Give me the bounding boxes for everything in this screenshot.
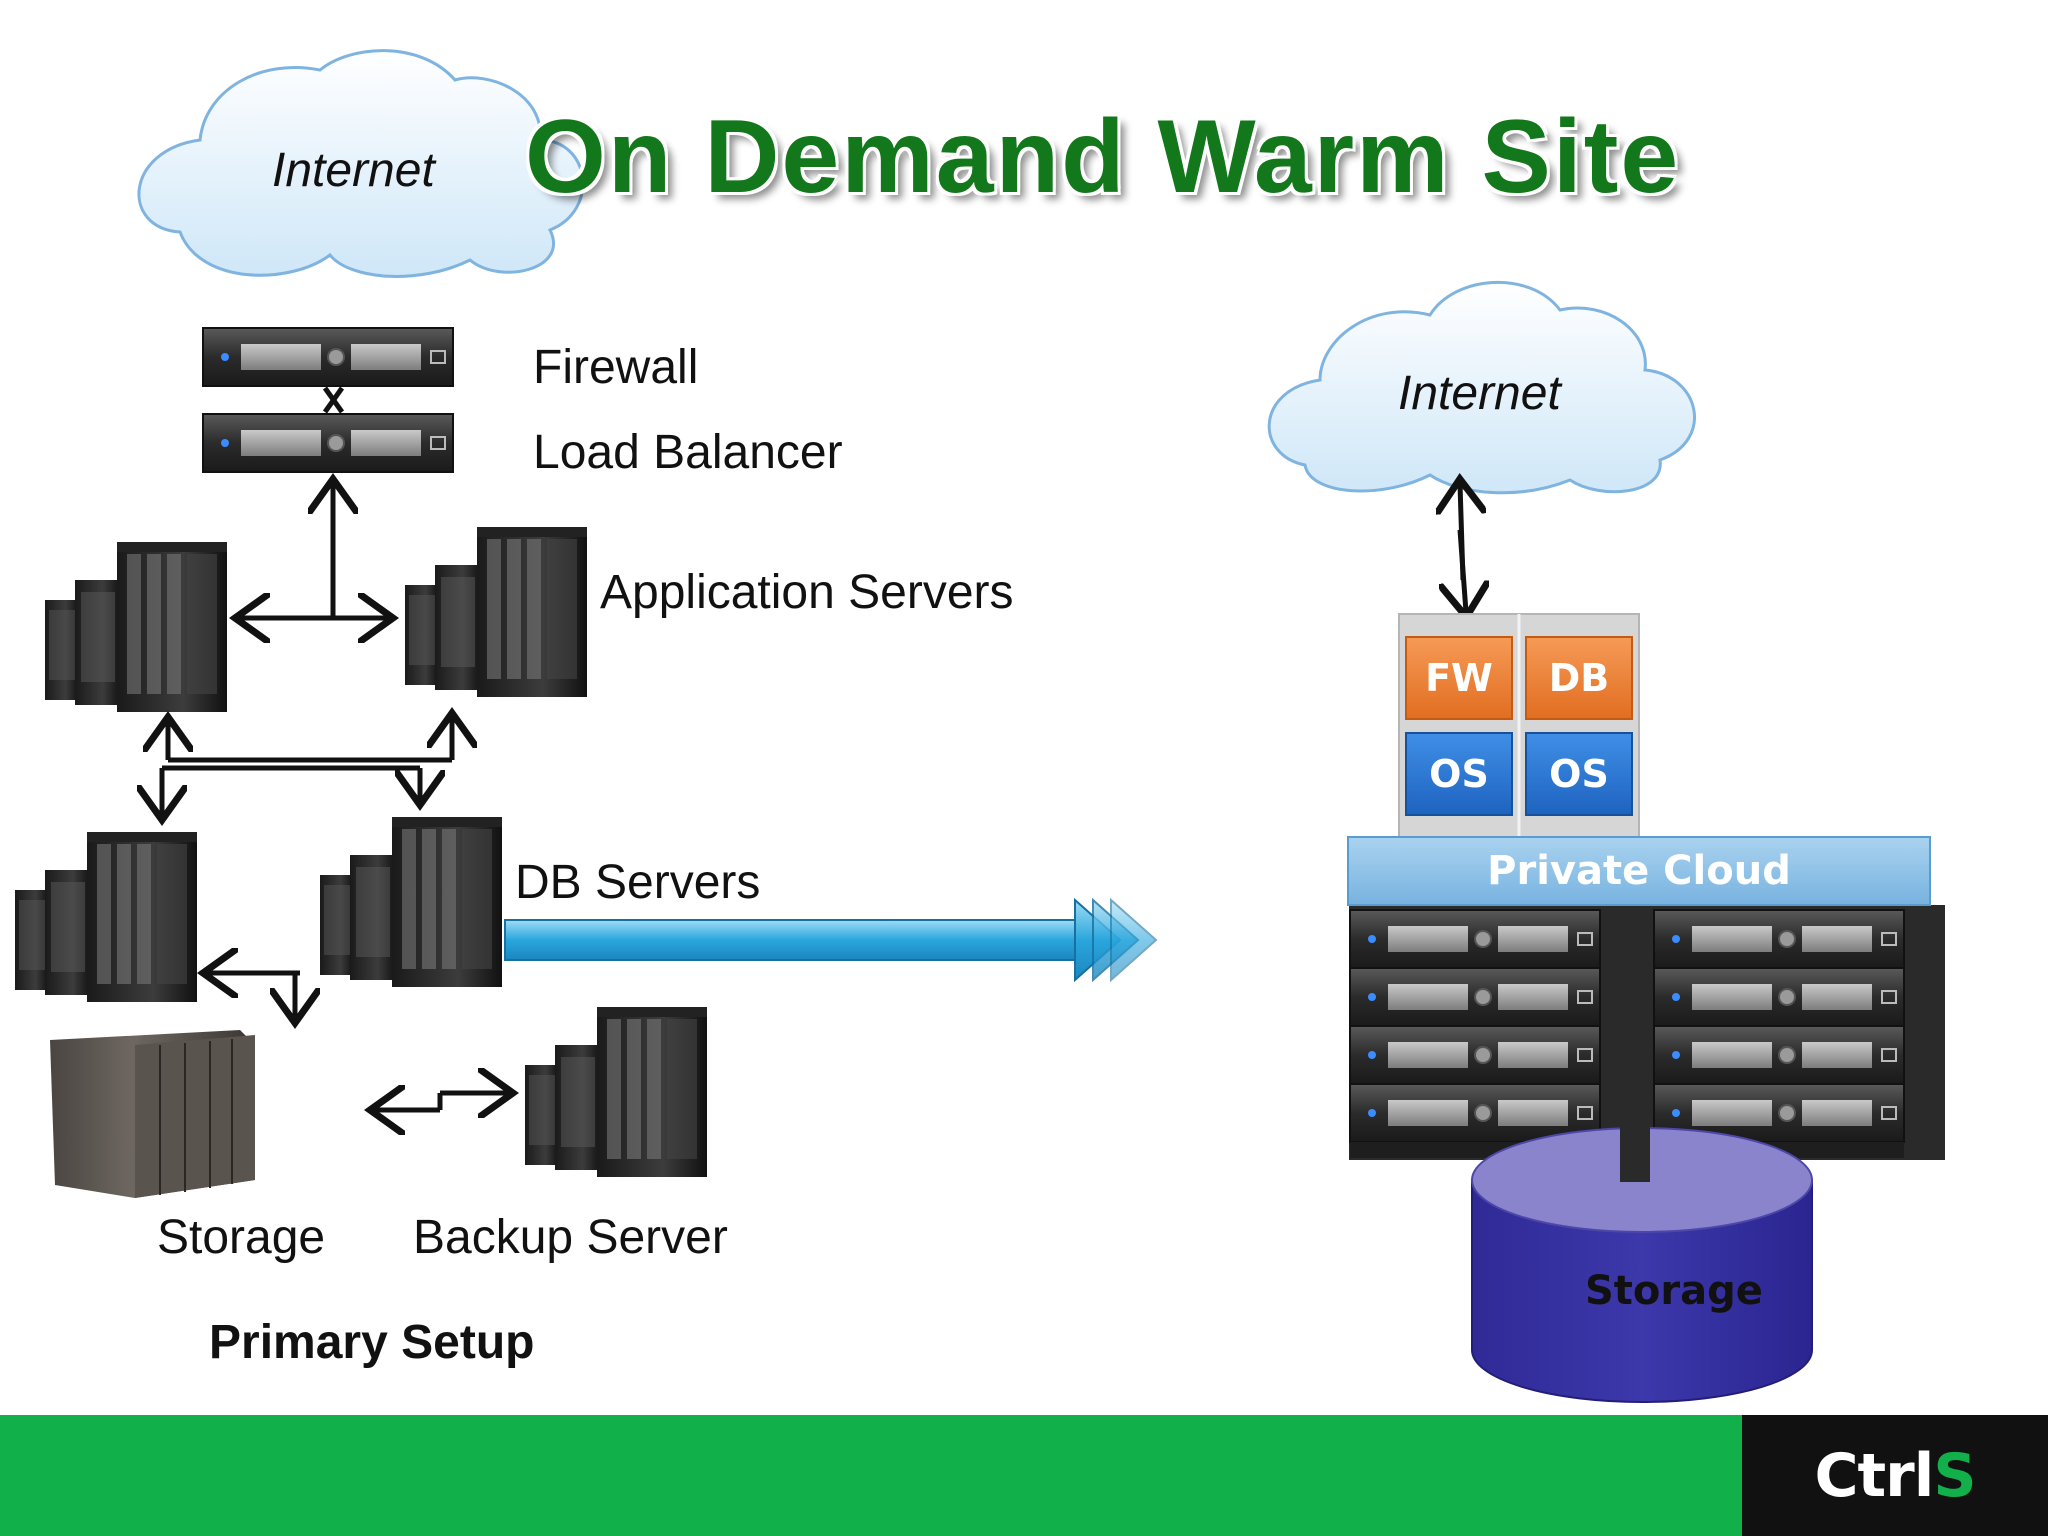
footer-bar xyxy=(0,1415,1742,1536)
load-balancer-server xyxy=(202,413,454,473)
firewall-lb-link xyxy=(322,386,345,414)
warm-site-storage-label: Storage xyxy=(1585,1268,1763,1314)
db-servers-label: DB Servers xyxy=(515,856,761,909)
firewall-server xyxy=(202,327,454,387)
primary-storage-cabinet xyxy=(50,1030,255,1198)
backup-server xyxy=(525,1007,707,1177)
app-server-right xyxy=(405,527,587,697)
internet-label-right: Internet xyxy=(1398,367,1561,420)
firewall-label: Firewall xyxy=(533,341,699,394)
internet-cloud-left xyxy=(137,49,585,278)
warm-site-internet-link xyxy=(1460,484,1466,612)
storage-label: Storage xyxy=(157,1211,326,1264)
vm-db-box: DB xyxy=(1525,636,1633,720)
primary-setup-caption: Primary Setup xyxy=(209,1316,535,1369)
replication-arrow xyxy=(504,897,1158,983)
app-servers-label: Application Servers xyxy=(600,566,1014,619)
db-server-left xyxy=(15,832,197,1002)
primary-connectors xyxy=(162,484,508,1110)
app-server-left xyxy=(45,542,227,712)
load-balancer-label: Load Balancer xyxy=(533,426,843,479)
internet-label-left: Internet xyxy=(272,144,435,197)
private-cloud-bar: Private Cloud xyxy=(1347,836,1931,906)
warm-site-storage-cylinder xyxy=(1471,1120,1813,1403)
footer-logo: CtrlS xyxy=(1742,1415,2048,1536)
ctrls-logo: CtrlS xyxy=(1814,1440,1976,1511)
vm-os-box-left: OS xyxy=(1405,732,1513,816)
db-server-right xyxy=(320,817,502,987)
backup-server-label: Backup Server xyxy=(413,1211,728,1264)
private-cloud-servers xyxy=(1349,905,1945,1160)
vm-os-box-right: OS xyxy=(1525,732,1633,816)
vm-fw-box: FW xyxy=(1405,636,1513,720)
slide-title: On Demand Warm Site xyxy=(525,99,1681,215)
